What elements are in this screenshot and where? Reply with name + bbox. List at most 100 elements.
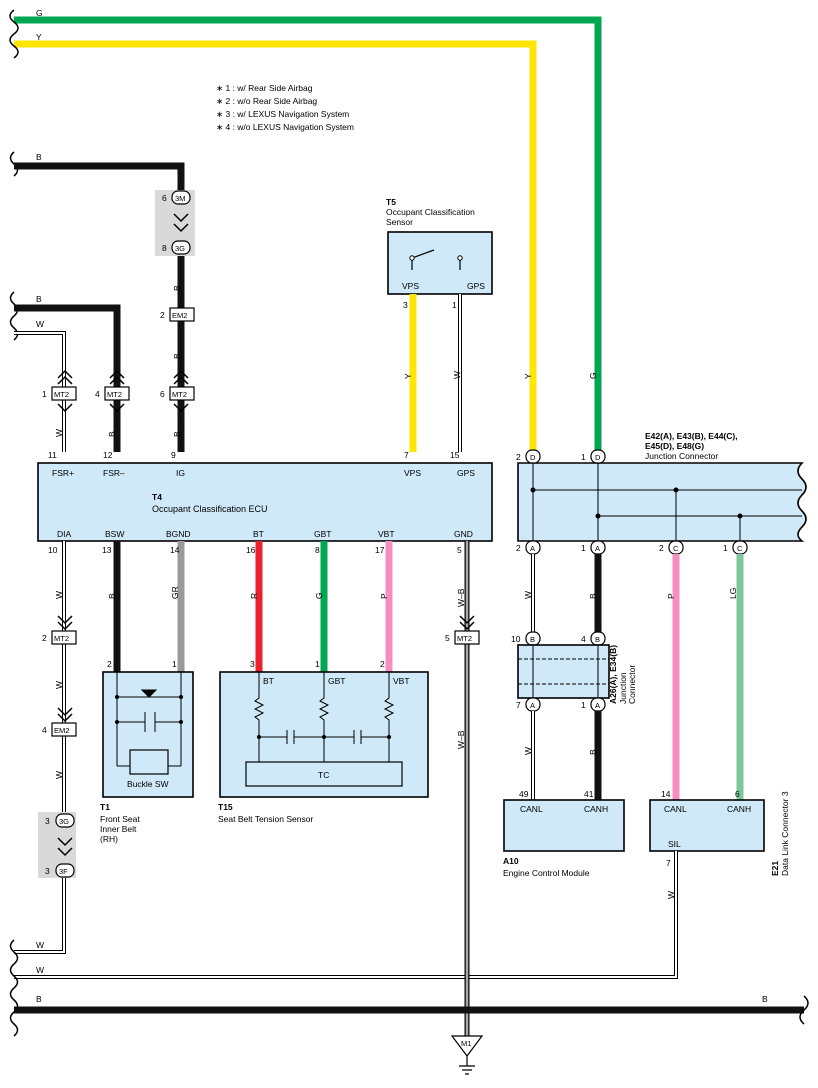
a10-canh: CANH [584, 804, 608, 814]
connector-mt2-ig [169, 386, 195, 401]
connector-3f-label: 3F [59, 867, 68, 876]
t15-code: T15 [218, 802, 233, 812]
note-4: ∗ 4 : w/o LEXUS Navigation System [216, 122, 354, 132]
pin-13-bsw: 13 [102, 545, 112, 555]
break-mark-top [9, 9, 19, 59]
wire-label-p: P [666, 593, 676, 599]
connector-mt2-gnd-label: MT2 [457, 634, 472, 643]
pin-15-gps: 15 [450, 450, 460, 460]
wire-y-top [14, 40, 537, 452]
component-junction-e [517, 462, 807, 542]
pin-1-mt2: 1 [42, 389, 47, 399]
e21-canl: CANL [664, 804, 687, 814]
pin-3-t5: 3 [403, 300, 408, 310]
connector-mt2-fsrm-label: MT2 [107, 390, 122, 399]
wire-fsr-plus-w [14, 332, 65, 452]
connector-3f [55, 863, 75, 878]
wire-label-ig-b1: B [172, 285, 182, 291]
pin-5-gnd: 5 [457, 545, 462, 555]
pin-14: 14 [661, 789, 671, 799]
t15-vbt: VBT [393, 676, 410, 686]
t5-name-1: Occupant Classification [386, 207, 475, 217]
pin-7-a: 7 [516, 700, 521, 710]
ground-symbol-icon [459, 1056, 475, 1075]
t4-pin-vps: VPS [404, 468, 421, 478]
component-e21: 14 6 CANL CANH SIL E21 Data Link Connect… [649, 789, 790, 876]
connector-3m [171, 190, 191, 205]
pin-6-e21: 6 [735, 789, 740, 799]
pin-14-bgnd: 14 [170, 545, 180, 555]
wire-label-bgnd-gr: GR [170, 586, 180, 599]
t15-name: Seat Belt Tension Sensor [218, 814, 313, 824]
t1-name-3: (RH) [100, 834, 118, 844]
component-t15: BT GBT VBT TC T15 Seat Belt Tension Sens… [218, 671, 429, 824]
component-a10: 49 41 CANL CANH A10 Engine Control Modul… [503, 789, 625, 878]
pin-c-label-2: C [737, 544, 743, 553]
arrow-3m-3g [173, 213, 189, 233]
wire-label-b1: B [36, 152, 42, 162]
arrow-mt2-fsrm-down [109, 403, 125, 413]
component-t4: FSR+ FSR– IG VPS GPS T4 Occupant Classif… [37, 462, 493, 542]
connector-mt2-fsrp [51, 386, 77, 401]
pin-d-label-2: D [595, 453, 601, 462]
wire-dia-w [14, 541, 65, 953]
note-1: ∗ 1 : w/ Rear Side Airbag [216, 83, 313, 93]
pin-a-label-2: A [595, 544, 600, 553]
pin-d-label-1: D [530, 453, 536, 462]
wire-label-gps-w: W [452, 371, 462, 379]
wire-label-gnd-wb2: W–B [456, 730, 466, 749]
t15-gbt: GBT [328, 676, 345, 686]
pin-3-t15: 3 [250, 659, 255, 669]
pin-10-dia: 10 [48, 545, 58, 555]
wire-label-dia-w1: W [54, 591, 64, 599]
arrow-mt2-ig [173, 369, 189, 385]
wire-label-right-y: Y [523, 373, 533, 379]
t4-pin-bgnd: BGND [166, 529, 191, 539]
note-2: ∗ 2 : w/o Rear Side Airbag [216, 96, 317, 106]
a10-canl: CANL [520, 804, 543, 814]
connector-em2-top [169, 307, 195, 322]
wire-label-bt-r: R [249, 593, 259, 599]
wire-label-w2: W [36, 940, 44, 950]
pin-1-a: 1 [581, 543, 586, 553]
pin-7-vps: 7 [404, 450, 409, 460]
pin-2-mt2: 2 [42, 633, 47, 643]
t4-pin-bt: BT [253, 529, 264, 539]
t5-vps: VPS [402, 281, 419, 291]
junction-a-code: A26(A), E34(B) [608, 645, 618, 704]
connector-em2-label: EM2 [172, 311, 187, 320]
break-mark-bottom [9, 939, 19, 1037]
pin-2-a: 2 [516, 543, 521, 553]
wire-label-fsrp-w: W [54, 429, 64, 437]
connector-mt2-ig-label: MT2 [172, 390, 187, 399]
t4-pin-bsw: BSW [105, 529, 124, 539]
connector-mt2-dia-label: MT2 [54, 634, 69, 643]
t4-pin-gps: GPS [457, 468, 475, 478]
connector-mt2-dia [51, 630, 77, 645]
wire-label-b3-right: B [762, 994, 768, 1004]
pin-2-t15: 2 [380, 659, 385, 669]
e21-box [649, 799, 765, 852]
wire-label-b2: B [36, 294, 42, 304]
component-t1: Buckle SW T1 Front Seat Inner Belt (RH) [100, 671, 194, 844]
arrow-mt2-fsrm [109, 369, 125, 385]
break-mark-right [799, 995, 809, 1025]
wire-label-vbt-p: P [379, 593, 389, 599]
wire-label-canh-b2: B [588, 749, 598, 755]
t1-code: T1 [100, 802, 110, 812]
wire-label-ig-b2: B [172, 353, 182, 359]
pin-6-mt2: 6 [160, 389, 165, 399]
e21-sil: SIL [668, 839, 681, 849]
junction-e-top-pins: D 2 D 1 [516, 449, 606, 464]
pin-a-label-4: A [595, 701, 600, 710]
junction-e-code-1: E42(A), E43(B), E44(C), [645, 431, 738, 441]
junction-e-bus [532, 463, 802, 541]
t4-box [37, 462, 493, 542]
t15-resistors [253, 672, 395, 762]
connector-em2-dia-label: EM2 [54, 726, 69, 735]
pin-b-label-2: B [595, 635, 600, 644]
pin-10-b: 10 [511, 634, 521, 644]
component-t5: T5 Occupant Classification Sensor VPS GP… [386, 197, 493, 295]
t1-name-2: Inner Belt [100, 824, 137, 834]
pin-1-t5: 1 [452, 300, 457, 310]
